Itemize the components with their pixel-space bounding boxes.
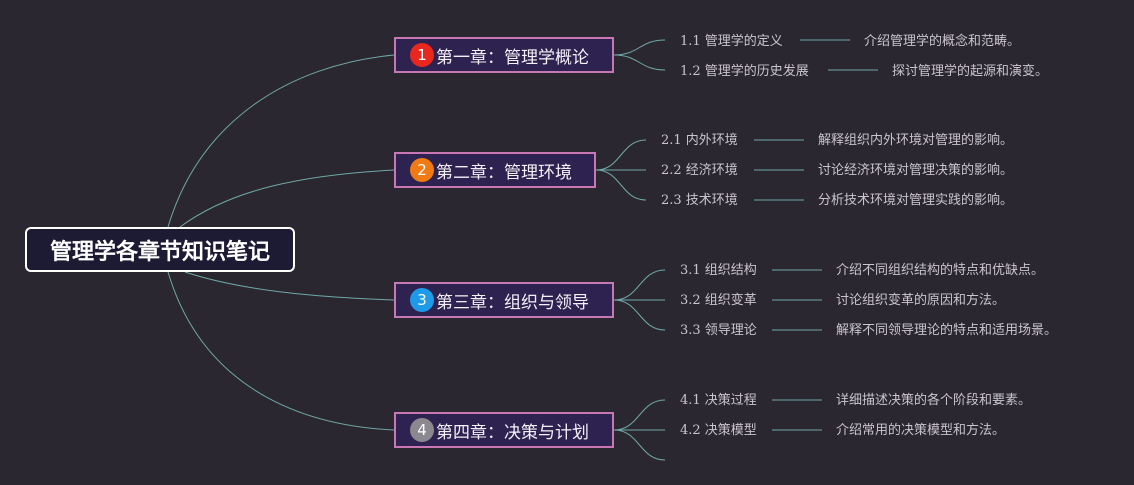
section-label-2-3[interactable]: 2.3 技术环境 bbox=[661, 193, 738, 208]
branch-line-4-3 bbox=[613, 429, 666, 461]
number-badge-icon: 1 bbox=[410, 43, 434, 67]
section-label-3-2[interactable]: 3.2 组织变革 bbox=[680, 293, 757, 308]
section-desc-2-2[interactable]: 讨论经济环境对管理决策的影响。 bbox=[818, 163, 1014, 178]
section-label-1-2[interactable]: 1.2 管理学的历史发展 bbox=[680, 64, 809, 79]
section-label-4-1[interactable]: 4.1 决策过程 bbox=[680, 393, 757, 408]
section-desc-1-1[interactable]: 介绍管理学的概念和范畴。 bbox=[864, 34, 1021, 49]
chapter-title: 第三章：组织与领导 bbox=[436, 292, 589, 313]
number-badge-icon: 3 bbox=[410, 288, 434, 312]
chapter-title: 第一章：管理学概论 bbox=[436, 47, 589, 68]
chapter-node-4[interactable]: 4 第四章：决策与计划 bbox=[394, 412, 614, 448]
section-desc-1-2[interactable]: 探讨管理学的起源和演变。 bbox=[892, 64, 1049, 79]
chapter-title: 第四章：决策与计划 bbox=[436, 422, 589, 443]
branch-line-2-1 bbox=[595, 139, 647, 171]
section-label-3-3[interactable]: 3.3 领导理论 bbox=[680, 323, 757, 338]
chapter-node-1[interactable]: 1 第一章：管理学概论 bbox=[394, 37, 614, 73]
section-label-2-2[interactable]: 2.2 经济环境 bbox=[661, 163, 738, 178]
number-badge-icon: 2 bbox=[410, 158, 434, 182]
branch-line-4-1 bbox=[613, 399, 666, 431]
number-badge-icon: 4 bbox=[410, 418, 434, 442]
section-label-1-1[interactable]: 1.1 管理学的定义 bbox=[680, 34, 783, 49]
section-label-2-1[interactable]: 2.1 内外环境 bbox=[661, 133, 738, 148]
branch-line-1-2 bbox=[613, 54, 666, 71]
chapter-title: 第二章：管理环境 bbox=[436, 162, 572, 183]
section-desc-4-1[interactable]: 详细描述决策的各个阶段和要素。 bbox=[836, 393, 1032, 408]
section-desc-3-3[interactable]: 解释不同领导理论的特点和适用场景。 bbox=[836, 323, 1058, 338]
root-node[interactable]: 管理学各章节知识笔记 bbox=[25, 227, 295, 272]
root-to-chapter-4-line bbox=[167, 271, 395, 431]
section-desc-2-3[interactable]: 分析技术环境对管理实践的影响。 bbox=[818, 193, 1014, 208]
section-desc-3-2[interactable]: 讨论组织变革的原因和方法。 bbox=[836, 293, 1006, 308]
root-title: 管理学各章节知识笔记 bbox=[49, 239, 270, 265]
root-to-chapter-2-line bbox=[179, 169, 395, 228]
section-desc-4-2[interactable]: 介绍常用的决策模型和方法。 bbox=[836, 423, 1006, 438]
branch-line-1-1 bbox=[613, 39, 666, 56]
section-label-3-1[interactable]: 3.1 组织结构 bbox=[680, 263, 757, 278]
section-desc-2-1[interactable]: 解释组织内外环境对管理的影响。 bbox=[818, 133, 1014, 148]
section-label-4-2[interactable]: 4.2 决策模型 bbox=[680, 423, 757, 438]
root-to-chapter-3-line bbox=[184, 271, 395, 301]
root-to-chapter-1-line bbox=[167, 54, 395, 228]
branch-line-3-3 bbox=[613, 299, 666, 331]
branch-line-2-3 bbox=[595, 169, 647, 201]
branch-line-3-1 bbox=[613, 269, 666, 301]
chapter-node-2[interactable]: 2 第二章：管理环境 bbox=[394, 152, 596, 188]
section-desc-3-1[interactable]: 介绍不同组织结构的特点和优缺点。 bbox=[836, 263, 1045, 278]
chapter-node-3[interactable]: 3 第三章：组织与领导 bbox=[394, 282, 614, 318]
